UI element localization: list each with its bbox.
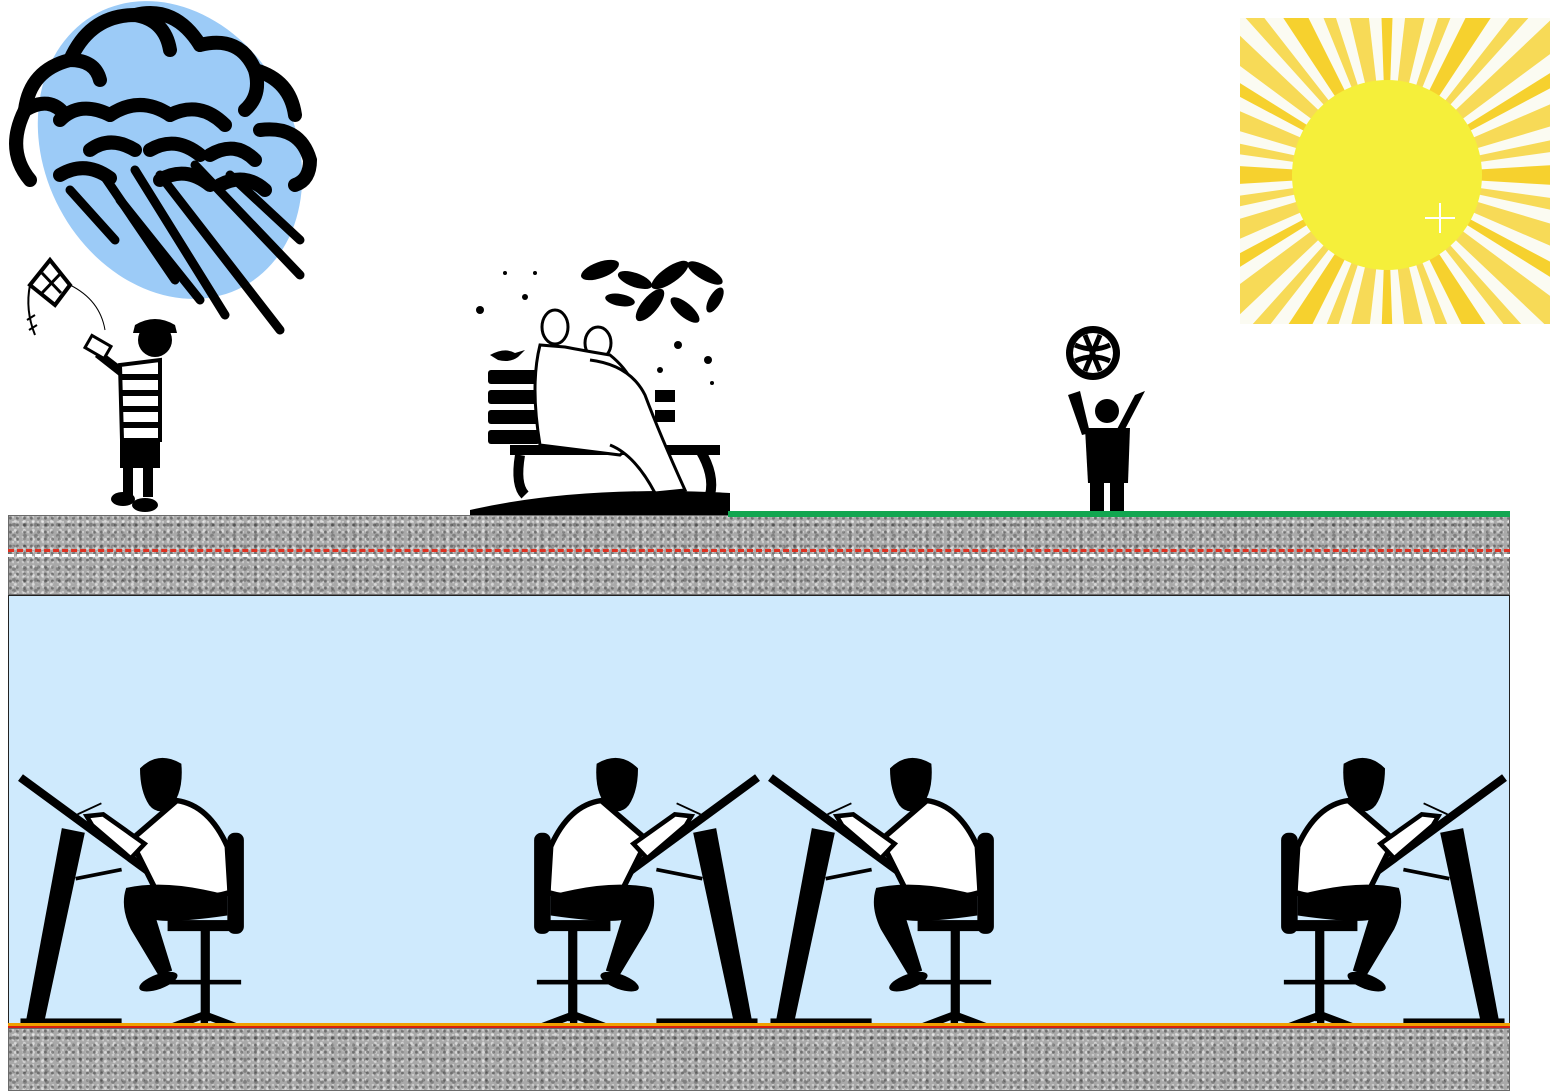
- road-line-red: [8, 549, 1510, 552]
- grass-strip: [728, 511, 1510, 517]
- bird: [490, 350, 525, 361]
- couple-on-bench: [470, 255, 735, 517]
- tree-leaves: [578, 256, 727, 327]
- drafter-at-table: [10, 750, 270, 1035]
- sun: [1240, 18, 1550, 324]
- child-with-ball: [1060, 323, 1150, 518]
- boy: [85, 319, 177, 512]
- kite-boy: [15, 255, 195, 520]
- foundation: [8, 1028, 1510, 1091]
- sun-disc: [1292, 80, 1482, 270]
- kite: [27, 260, 105, 335]
- drafter-at-table: [1255, 750, 1515, 1035]
- road-line-white: [8, 554, 1510, 557]
- drafter-at-table: [760, 750, 1020, 1035]
- ball: [1066, 326, 1120, 380]
- child: [1068, 391, 1145, 516]
- drafter-at-table: [508, 750, 768, 1035]
